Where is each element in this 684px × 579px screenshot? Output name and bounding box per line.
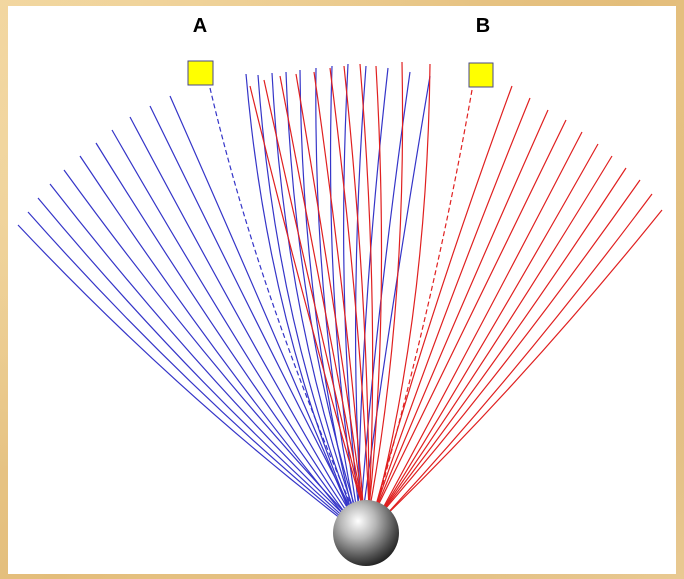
red-line: [368, 209, 663, 533]
blue-line: [17, 224, 359, 533]
red-line: [367, 97, 531, 533]
red-line: [343, 65, 370, 533]
red-line: [368, 85, 513, 533]
blue-line: [299, 69, 359, 533]
blue-line: [271, 72, 363, 533]
red-line: [313, 71, 366, 533]
blue-line: [27, 211, 360, 533]
red-line: [365, 167, 627, 533]
blue-line: [95, 142, 360, 533]
blue-line: [358, 71, 411, 533]
dashed-path-b: [369, 89, 473, 531]
blue-line: [79, 155, 359, 533]
red-line: [249, 85, 371, 533]
red-line: [367, 155, 613, 533]
red-line: [365, 109, 549, 533]
label-a: A: [193, 15, 207, 37]
square-a-icon: [187, 60, 214, 86]
square-b-icon: [468, 62, 494, 88]
red-line: [368, 143, 599, 533]
label-b: B: [476, 15, 490, 37]
red-line: [295, 73, 367, 533]
red-line: [364, 61, 404, 533]
red-line: [365, 65, 383, 533]
blue-line: [37, 197, 361, 533]
blue-line: [49, 183, 363, 533]
red-line: [329, 67, 371, 533]
blue-line: [285, 71, 364, 533]
red-trajectory-lines: [249, 61, 663, 533]
red-line: [263, 79, 370, 533]
red-line: [364, 119, 567, 533]
blue-line: [169, 95, 359, 533]
red-line: [364, 179, 641, 533]
red-line: [369, 193, 653, 533]
blue-line: [329, 65, 361, 533]
red-line: [359, 63, 374, 533]
sphere-icon: [333, 500, 399, 566]
dashed-path-a: [209, 87, 363, 531]
blue-line: [129, 116, 363, 533]
blue-line: [111, 129, 361, 533]
blue-line: [359, 75, 431, 533]
red-line: [279, 75, 369, 533]
blue-line: [245, 73, 360, 533]
red-line: [369, 131, 583, 533]
